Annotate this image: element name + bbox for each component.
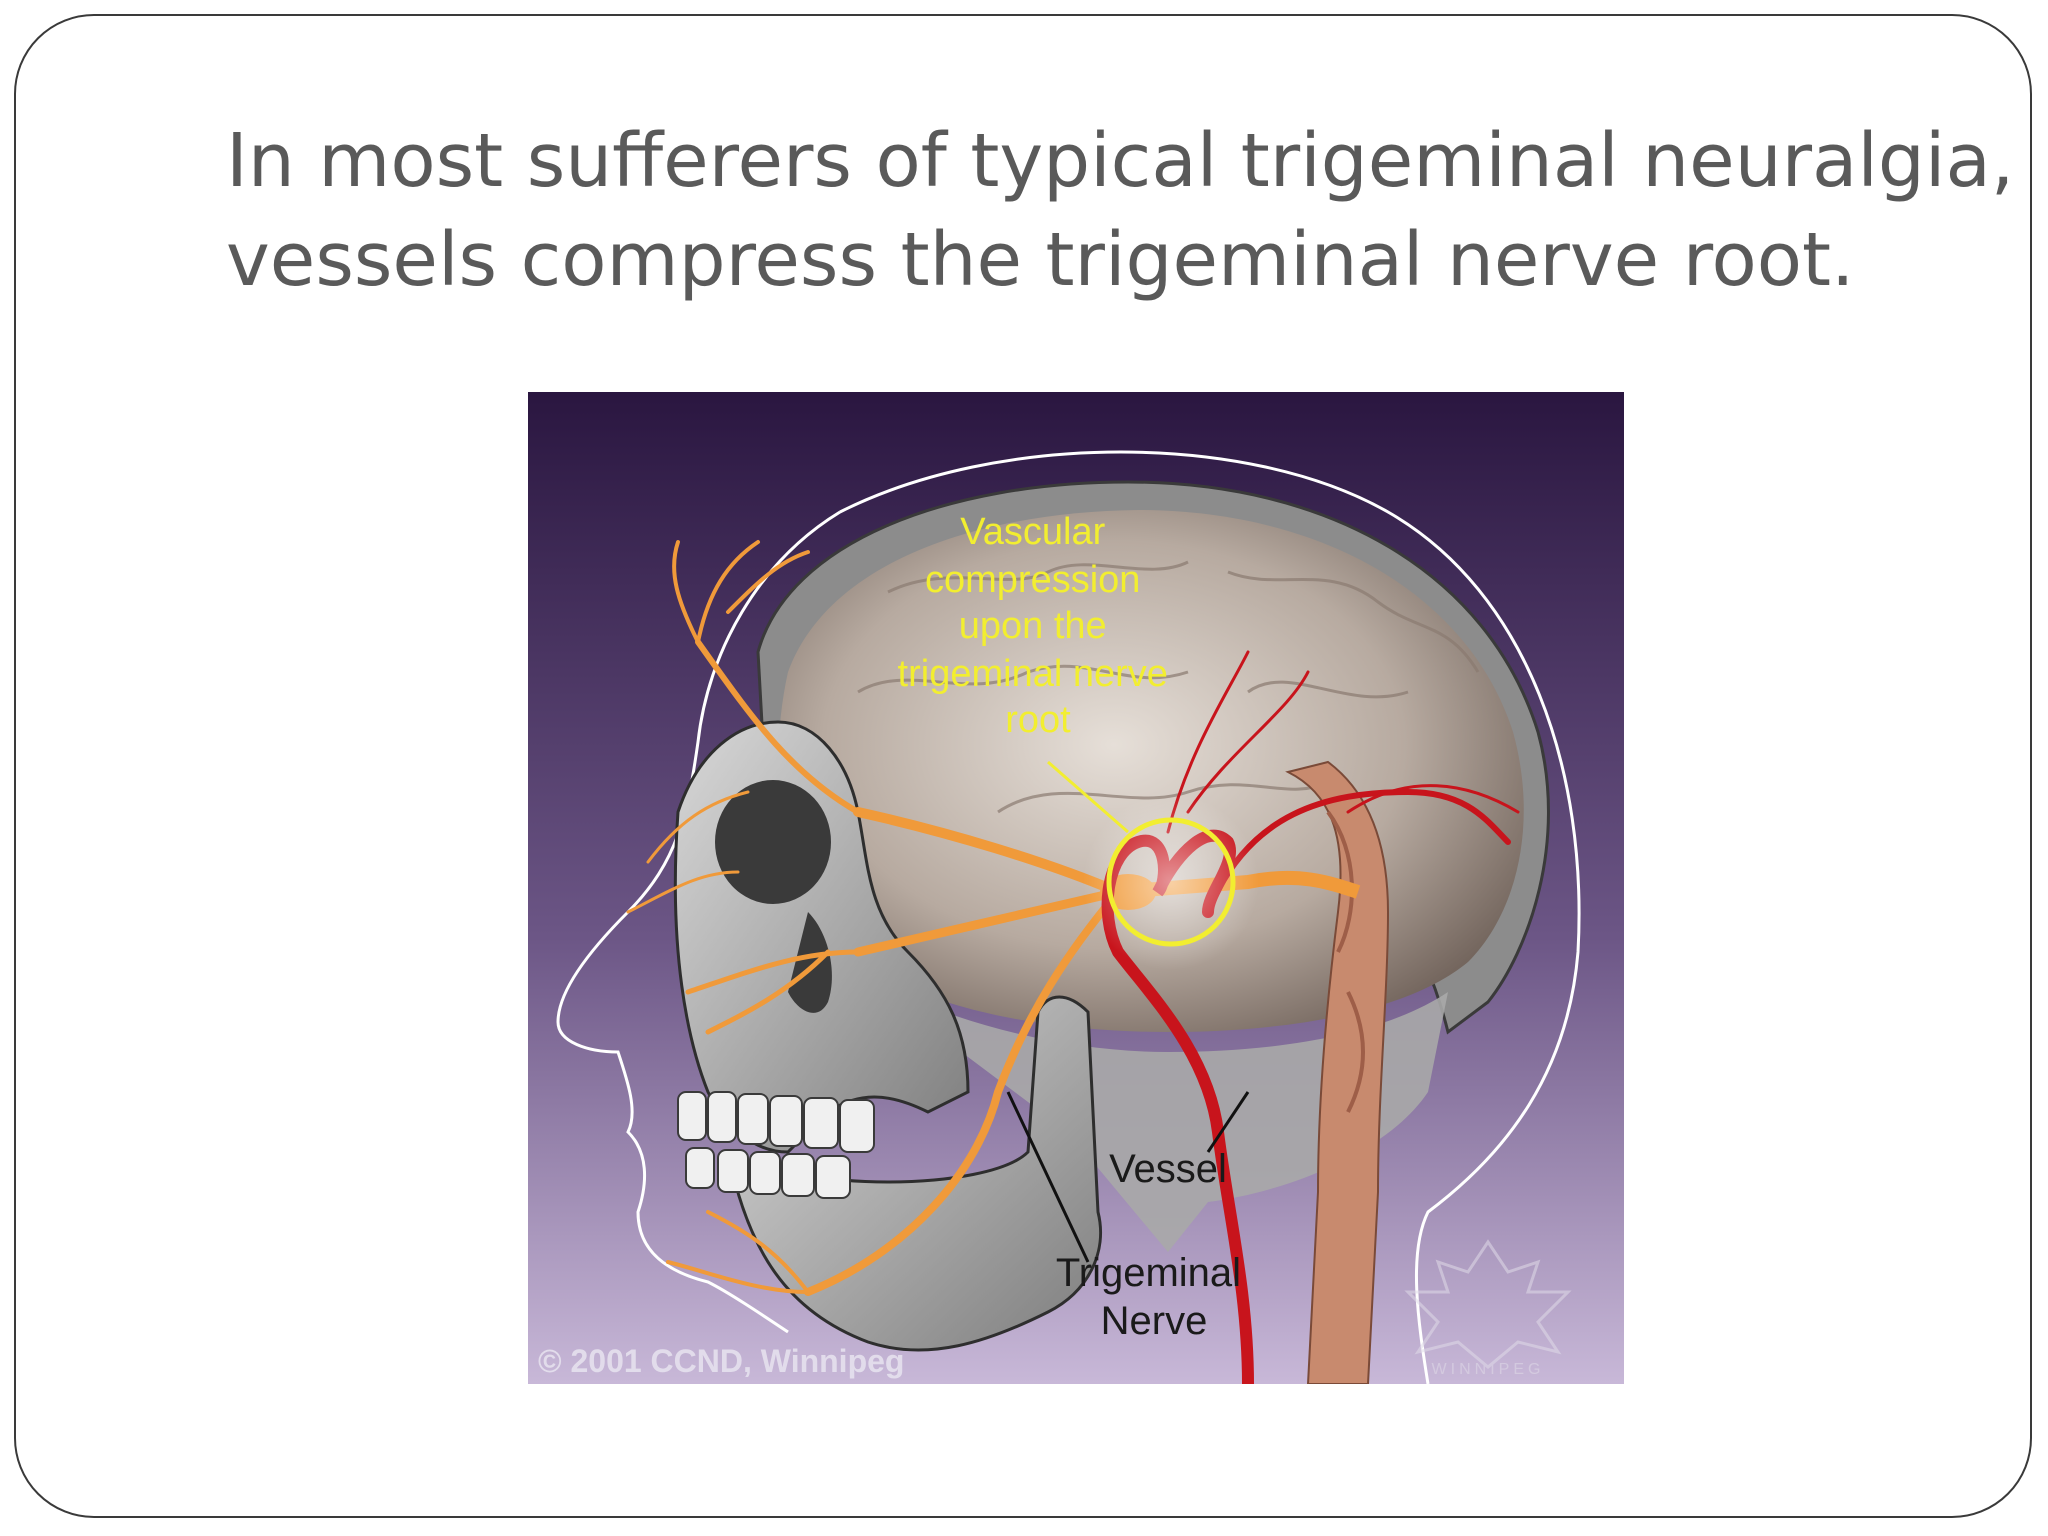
nasal-cavity [788, 912, 832, 1013]
title-line-2: vessels compress the trigeminal nerve ro… [226, 217, 1855, 303]
anatomy-illustration: Vascular compression upon the trigeminal… [528, 392, 1624, 1384]
annotation-leader [1047, 760, 1129, 834]
nerve-label-line-1: Trigeminal [1056, 1251, 1241, 1295]
annotation-line-5: root [1005, 699, 1071, 741]
annotation-line-1: Vascular [960, 511, 1105, 553]
nerve-label: Trigeminal Nerve [1056, 1251, 1252, 1343]
eye-socket [715, 780, 831, 904]
annotation-label: Vascular compression upon the trigeminal… [898, 511, 1179, 741]
annotation-line-3: upon the [959, 605, 1107, 647]
slide-title: In most sufferers of typical trigeminal … [226, 112, 2015, 310]
annotation-line-2: compression [925, 559, 1140, 601]
annotation-line-4: trigeminal nerve [898, 653, 1168, 695]
compression-circle [1106, 817, 1236, 947]
brain [778, 510, 1524, 1032]
nerve-label-line-2: Nerve [1101, 1299, 1208, 1343]
anatomy-svg: Vascular compression upon the trigeminal… [528, 392, 1624, 1384]
nerve-leader [1006, 1091, 1090, 1263]
vessel-leader [1206, 1091, 1250, 1153]
head-outline [556, 450, 1581, 1384]
teeth [677, 1091, 875, 1199]
watermark-text: WINNIPEG [1432, 1361, 1545, 1378]
title-line-1: In most sufferers of typical trigeminal … [226, 118, 2015, 204]
mandible [725, 995, 1103, 1352]
copyright-text: © 2001 CCND, Winnipeg [538, 1343, 904, 1379]
brain-folds [857, 560, 1480, 814]
skull-base [828, 952, 1448, 1252]
ccnd-logo: WINNIPEG [1404, 1239, 1572, 1378]
vessel-label: Vessel [1109, 1147, 1227, 1191]
brainstem [1285, 760, 1390, 1384]
